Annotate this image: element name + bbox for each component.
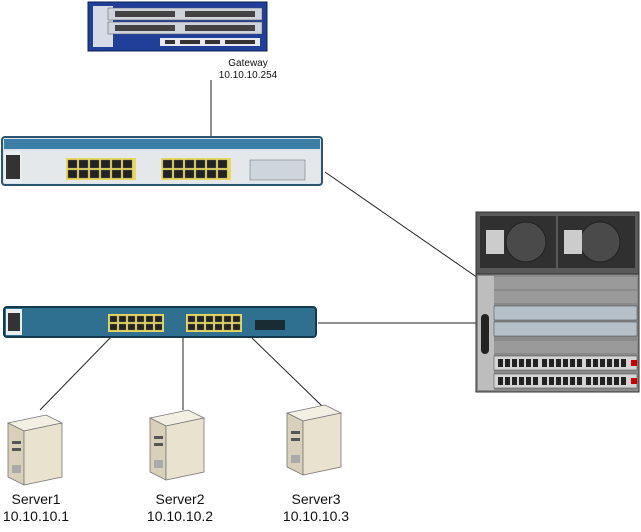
- server-group: [6, 404, 343, 486]
- server2-label: Server2 10.10.10.2: [138, 491, 222, 525]
- chassis-port-block: [498, 359, 626, 385]
- router-gateway-icon: [87, 1, 268, 52]
- server-ip: 10.10.10.3: [282, 508, 350, 524]
- switch-port-block: [66, 158, 231, 180]
- server-tower-icon: [285, 404, 343, 476]
- link-switch-to-server3: [251, 337, 323, 407]
- gateway-label: Gateway 10.10.10.254: [200, 58, 296, 82]
- link-core-switch-to-chassis: [324, 171, 479, 279]
- server3-label: Server3 10.10.10.3: [274, 491, 358, 525]
- server-tower-icon: [148, 409, 206, 481]
- switch-port-block: [108, 314, 242, 332]
- server-tower-icon: [6, 414, 64, 486]
- server-ip: 10.10.10.2: [146, 508, 214, 524]
- switch-24-port-icon: [3, 306, 317, 338]
- switch-48-port-icon: [1, 136, 323, 186]
- connection-lines: [39, 80, 479, 411]
- gateway-name: Gateway: [228, 58, 268, 69]
- link-switch-to-server1: [39, 335, 113, 411]
- server-ip: 10.10.10.1: [2, 508, 70, 524]
- server1-label: Server1 10.10.10.1: [0, 491, 72, 525]
- server-name: Server1: [11, 491, 61, 507]
- server-name: Server2: [155, 491, 205, 507]
- gateway-ip: 10.10.10.254: [218, 70, 278, 81]
- server-name: Server3: [291, 491, 341, 507]
- modular-chassis-switch-icon: [475, 211, 640, 393]
